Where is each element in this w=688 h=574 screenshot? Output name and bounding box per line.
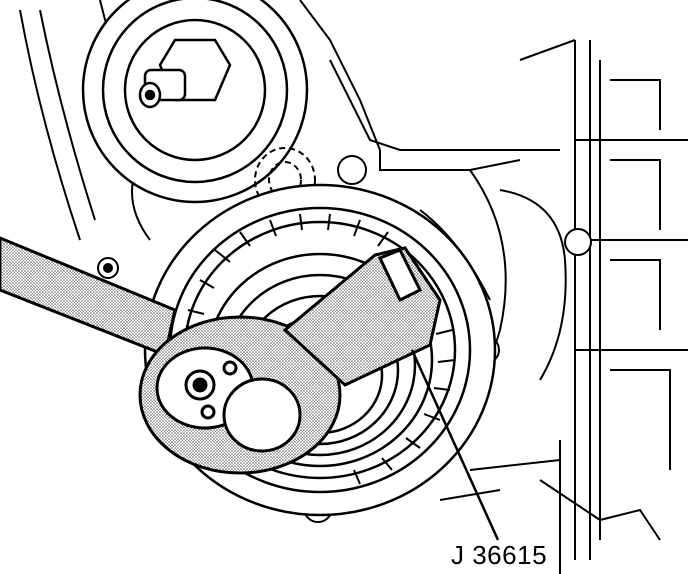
seal-ribs [187, 213, 456, 485]
pulley-assembly [81, 0, 309, 204]
ratchet-wrench [0, 236, 342, 475]
hidden-sprocket [254, 147, 316, 213]
seal-installer-tool [282, 246, 442, 387]
callout-leader [410, 349, 500, 541]
tool-callout-label: J 36615 [451, 540, 548, 570]
